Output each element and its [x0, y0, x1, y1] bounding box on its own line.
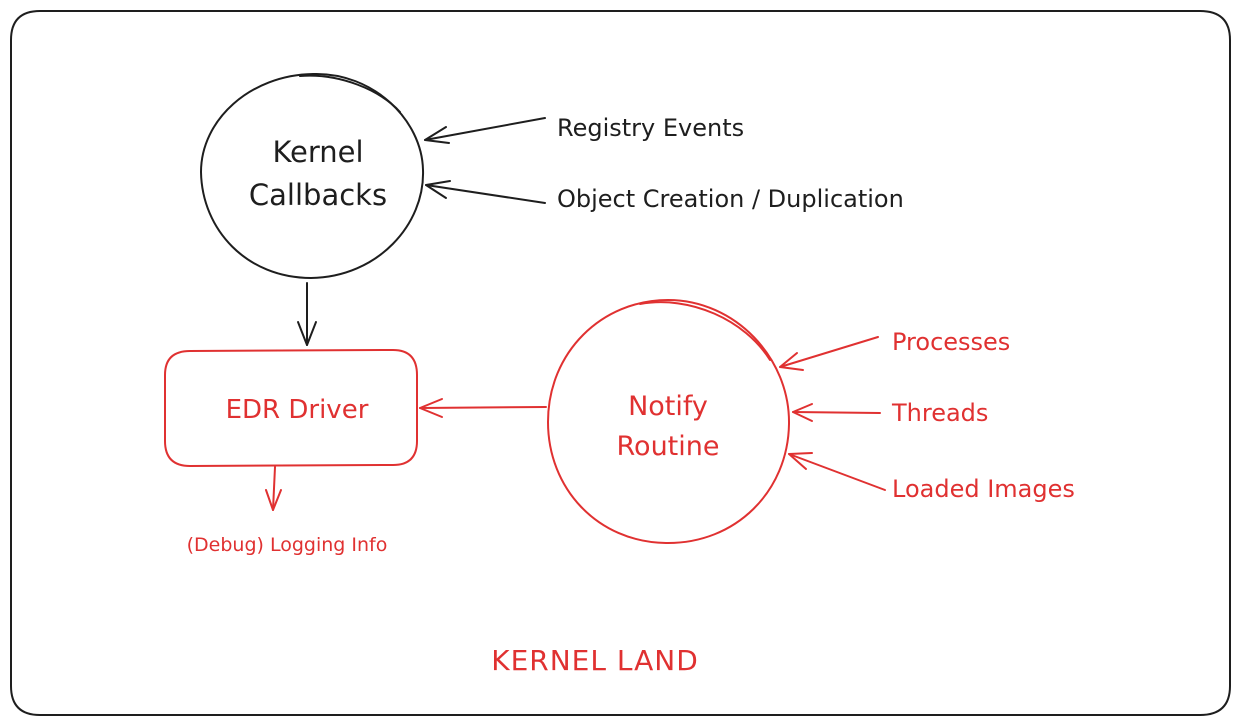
notify-routine-circle-overdraw	[639, 301, 771, 361]
kernel-land-frame	[10, 10, 1231, 716]
notify-routine-circle	[547, 299, 791, 545]
logging-info-label: (Debug) Logging Info	[187, 534, 388, 556]
kernel-callbacks-node: Kernel Callbacks	[200, 72, 425, 279]
kernel-callbacks-circle	[200, 72, 425, 279]
processes-arrow	[779, 336, 879, 371]
notify-routine-label-line2: Routine	[617, 431, 720, 462]
kernel-land-label: KERNEL LAND	[491, 644, 699, 677]
notify-routine-node: Notify Routine	[547, 299, 791, 545]
object-creation-arrow	[425, 180, 546, 204]
kernel-callbacks-label-line2: Callbacks	[249, 178, 387, 212]
loaded-images-label: Loaded Images	[892, 475, 1075, 503]
callbacks-to-driver-arrow	[297, 282, 317, 346]
edr-driver-box	[164, 349, 418, 467]
kernel-callbacks-circle-overdraw	[299, 74, 401, 113]
edr-driver-node: EDR Driver	[164, 349, 418, 467]
driver-to-logging-arrow	[265, 466, 282, 511]
threads-arrow	[792, 403, 881, 422]
notify-to-driver-arrow	[419, 398, 547, 418]
threads-label: Threads	[891, 399, 988, 427]
notify-routine-label-line1: Notify	[628, 391, 708, 422]
object-creation-label: Object Creation / Duplication	[557, 185, 904, 213]
kernel-callbacks-label-line1: Kernel	[272, 135, 363, 169]
processes-label: Processes	[892, 328, 1010, 356]
registry-events-label: Registry Events	[557, 114, 744, 142]
edr-driver-label: EDR Driver	[226, 395, 369, 425]
loaded-images-arrow	[788, 452, 886, 491]
registry-events-arrow	[424, 117, 546, 144]
